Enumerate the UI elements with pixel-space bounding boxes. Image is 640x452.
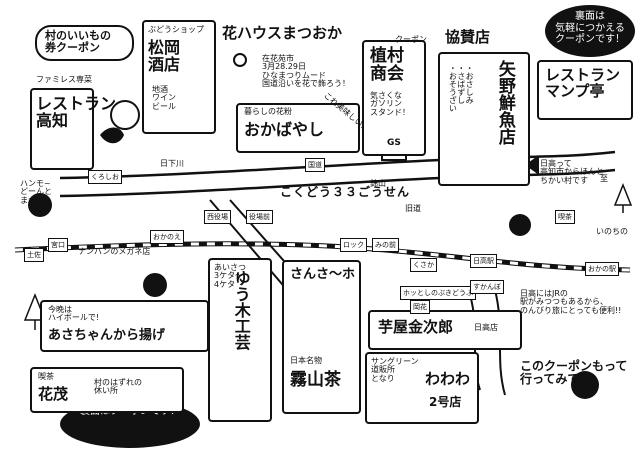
flower-icon — [233, 53, 247, 67]
uemura-name: 植村 商会 — [370, 46, 404, 84]
tag-okano-station: おかの駅 — [585, 262, 619, 276]
matsuoka-items: 地酒 ワイン ビール — [152, 85, 176, 111]
shop-matsuoka: ぶどうショップ 松岡 酒店 地酒 ワイン ビール — [142, 20, 216, 134]
shop-asachan: 今晩は ハイボールで! あさちゃんから揚げ — [40, 300, 209, 352]
wawawa-name: わわわ — [425, 370, 471, 388]
main-road-edge — [59, 168, 616, 198]
label-inochi: いのちの — [596, 227, 628, 236]
tag-kissa: 喫茶 — [555, 210, 575, 224]
tag-sukanbo: すかんぼ — [470, 280, 504, 294]
yano-items: ・おさしみ ・さばずし ・おそうざい — [448, 64, 475, 112]
coupon-badge-text: 裏面は 気軽につかえる クーポンです！ — [555, 11, 625, 45]
shop-mampuku: レストラン マンプ亭 — [537, 60, 633, 120]
kyosan-name: 協賛店 — [445, 28, 491, 46]
hanamo-note: 村のはずれの 休い所 — [94, 378, 142, 396]
village-title: 村のいいもの 券クーポン — [45, 29, 111, 54]
shop-imoya: 芋屋金次郎 日高店 — [368, 310, 522, 350]
road-sign: 国道 — [305, 158, 325, 172]
label-kyudo: 旧道 — [405, 204, 421, 213]
speech-hanmo: ハンモ~ どーんと まかせ!! — [20, 179, 52, 205]
character-icon — [110, 100, 140, 130]
shop-hanamo: 喫茶 花茂 村のはずれの 休い所 — [30, 367, 184, 413]
tag-kusaka: くさか — [410, 258, 437, 272]
tag-megane: ナンバンのメガネ店 — [78, 247, 151, 256]
shop-okabayashi: 暮らしの花粉 おかばやし — [236, 103, 360, 153]
hana-house-name: 花ハウスまつおか — [222, 24, 343, 42]
gs-sign: GS — [387, 138, 401, 148]
shop-takachi: ファミレス専菜 レストラン 高知 — [30, 75, 116, 170]
shop-yuki: あいさつ 3ケタ～ 4ケタ ゆう木工芸 — [208, 258, 272, 422]
takachi-top: ファミレス専菜 — [36, 75, 92, 84]
railway-ties — [14, 242, 631, 272]
mampuku-name: レストラン マンプ亭 — [545, 66, 621, 100]
main-road — [59, 150, 616, 180]
takachi-name: レストラン 高知 — [36, 94, 117, 130]
kyosan-top: クーポン — [395, 35, 427, 44]
yuki-name: ゆう木工芸 — [231, 270, 251, 350]
tag-kuroshio: くろしお — [88, 170, 122, 184]
shop-yano: 矢野鮮魚店 ・おさしみ ・さばずし ・おそうざい — [438, 52, 530, 186]
mampuku-note: 日高って 高知市からほんと ちかい村です — [540, 159, 604, 185]
shop-wawawa: サングリーン 道販所 となり わわわ 2号店 — [365, 352, 479, 424]
cat-icon — [28, 193, 599, 399]
wawawa-note: サングリーン 道販所 となり — [371, 357, 419, 383]
tag-yakuba-mae: 役場前 — [246, 210, 273, 224]
tag-mino-mae: みの前 — [372, 238, 399, 252]
tag-nishi-yakuba: 西役場 — [204, 210, 231, 224]
tag-hidaka-station: 日高駅 — [470, 254, 497, 268]
yano-name: 矢野鮮魚店 — [494, 60, 515, 145]
tag-tosa: 土佐 — [24, 248, 44, 262]
coupon-call: このクーポンもって 行ってみて！ — [520, 359, 628, 386]
shop-sansan: さんさ～ホ 日本名物 霧山茶 — [282, 260, 361, 414]
hana-house-note: 在花苑市 3月28.29日 ひなまつりムード 国道沿いを花で飾ろう！ — [262, 54, 350, 89]
shop-uemura: 植村 商会 気さくな ガソリン スタンド！ — [362, 40, 426, 156]
label-to: 至 — [600, 174, 608, 183]
matsuoka-top: ぶどうショップ — [148, 25, 204, 34]
imoya-name: 芋屋金次郎 — [378, 318, 454, 336]
sansan-top: さんさ～ホ — [290, 267, 356, 282]
okabayashi-name: おかばやし — [244, 120, 325, 139]
yuki-note: あいさつ 3ケタ～ 4ケタ — [214, 263, 246, 289]
tag-okahana: 岡花 — [410, 300, 430, 314]
road-name: こくどう３３ごうせん — [280, 185, 411, 199]
wawawa-branch: 2号店 — [429, 395, 462, 409]
sansan-name: 霧山茶 — [290, 370, 341, 390]
coupon-message: 日高にはJRの 駅がみつつもあるから、 のんびり旅にとっても便利!! — [520, 289, 622, 315]
okabayashi-top: 暮らしの花粉 — [244, 107, 292, 116]
matsuoka-name: 松岡 酒店 — [148, 38, 181, 74]
tag-okanoe: おかのえ — [150, 230, 184, 244]
hanamo-top: 喫茶 — [38, 372, 54, 381]
guitar-icon — [100, 127, 124, 144]
tag-tofu: ホッとしのぶきどうふ — [400, 286, 476, 300]
hanamo-name: 花茂 — [38, 385, 69, 403]
sansan-note: 日本名物 — [290, 356, 322, 365]
imoya-branch: 日高店 — [474, 323, 498, 332]
uemura-note: 気さくな ガソリン スタンド！ — [370, 91, 410, 117]
river-name: 日下川 — [160, 159, 184, 168]
asachan-note: 今晩は ハイボールで! — [48, 305, 100, 323]
tag-rock: ロック — [340, 238, 367, 252]
village-title-box: 村のいいもの 券クーポン — [35, 25, 134, 61]
asachan-name: あさちゃんから揚げ — [48, 328, 166, 343]
coupon-badge-top: 裏面は 気軽につかえる クーポンです！ — [545, 5, 635, 57]
label-kinzan: 錦山 — [370, 179, 386, 188]
tag-miyaguchi: 宮口 — [48, 238, 68, 252]
